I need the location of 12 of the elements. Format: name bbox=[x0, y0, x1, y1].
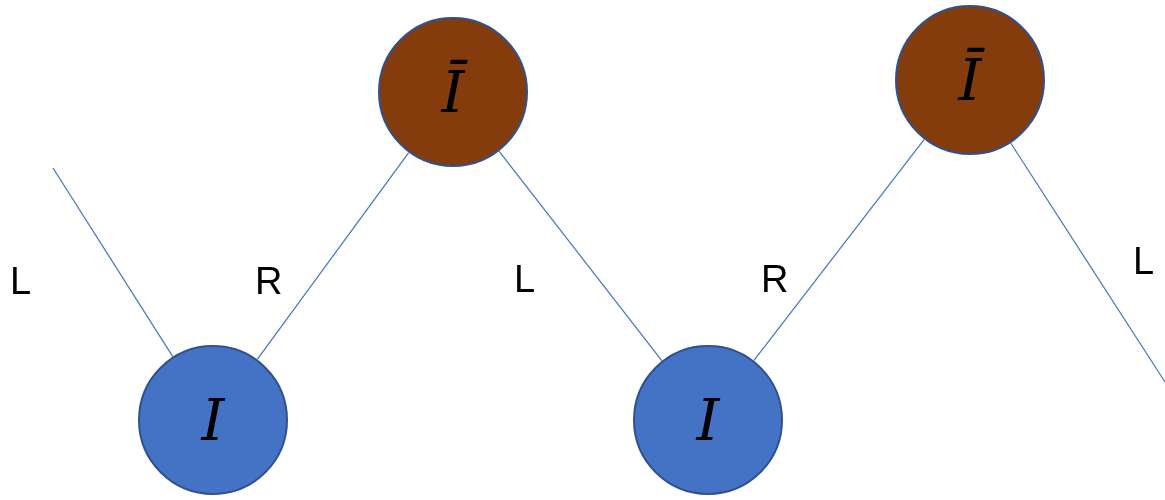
connector-line bbox=[52, 167, 174, 358]
node-label: I bbox=[696, 391, 720, 449]
edge-label: R bbox=[255, 262, 283, 300]
connector-line bbox=[256, 151, 410, 361]
connector-line bbox=[753, 138, 925, 362]
edge-label: L bbox=[10, 262, 32, 300]
edge-label: R bbox=[761, 260, 789, 298]
edge-label: L bbox=[1133, 242, 1155, 280]
connector-line bbox=[498, 150, 663, 362]
edge-label: L bbox=[514, 260, 536, 298]
connector-line bbox=[1010, 142, 1165, 383]
node-label: I bbox=[201, 391, 225, 449]
